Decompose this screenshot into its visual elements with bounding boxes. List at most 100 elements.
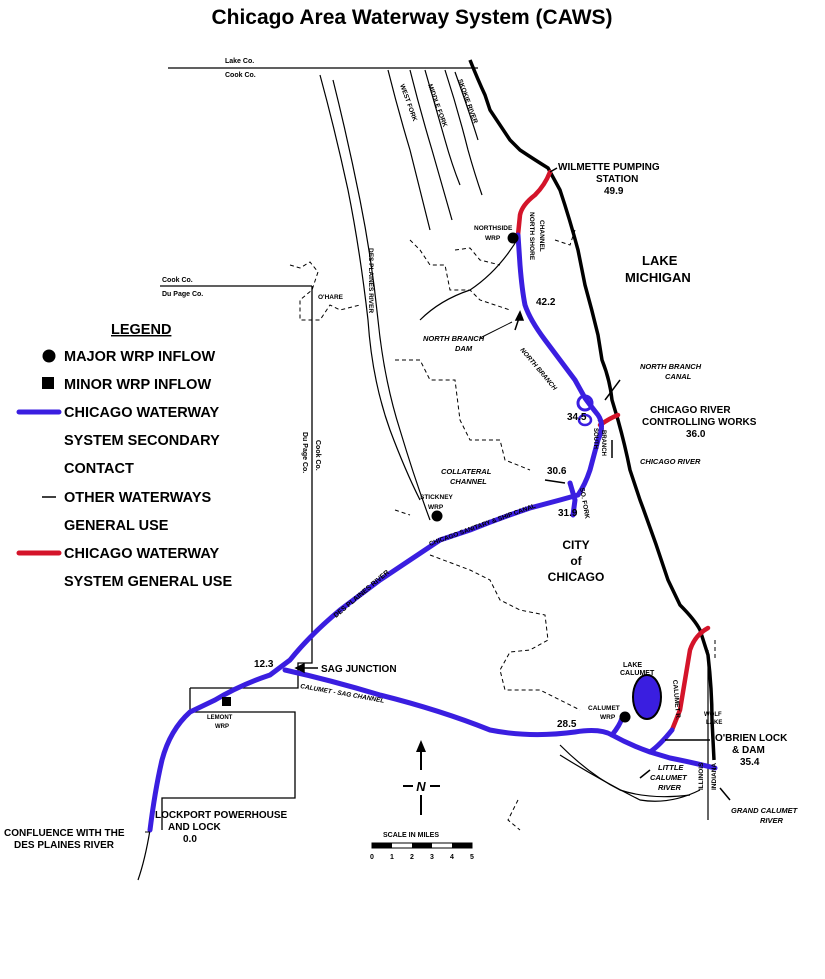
legend-secondary-1: CHICAGO WATERWAY [64,405,220,421]
wolf-lake-label-1: WOLF [704,712,722,718]
city-label-3: CHICAGO [548,570,605,584]
scale-tick-label: 4 [450,854,454,861]
des-plaines-river-upper [319,74,421,501]
north-branch-ship-canal [147,232,604,833]
ship-canal-label: CHICAGO SANITARY & SHIP CANAL [428,503,536,548]
illinois-label: ILLINOIS [698,762,705,790]
south-fork [567,480,578,518]
lake-county-label: Lake Co. [225,58,254,65]
chicago-river-label: CHICAGO RIVER [640,457,701,466]
north-shore-channel-label-2: CHANNEL [538,220,545,252]
cook-county-label-vertical: Cook Co. [314,440,321,471]
dupage-cook-boundary-vertical [190,286,313,689]
nb-canal-label-2: CANAL [665,372,692,381]
secondary-contact-waterways [147,232,718,833]
scale-tick-label: 2 [410,854,414,861]
dupage-county-label-vertical: Du Page Co. [301,432,308,473]
calumet-river-general-use [669,625,711,733]
north-shore-channel-label-1: NORTH SHORE [528,212,535,261]
lemont-wrp-label-1: LEMONT [207,715,233,721]
crcw-label-1: CHICAGO RIVER [650,405,731,416]
scale-title: SCALE IN MILES [383,832,439,839]
confluence-label-1: CONFLUENCE WITH THE [4,828,125,839]
mile-12-3: 12.3 [254,659,274,670]
general-use-waterways [515,169,711,733]
north-arrow: N [403,740,440,815]
north-arrow-icon [416,740,426,752]
dupage-county-label-left: Du Page Co. [162,291,203,298]
des-plaines-south [137,829,151,881]
lemont-wrp-label-2: WRP [215,724,229,730]
map-title: Chicago Area Waterway System (CAWS) [211,6,612,29]
leader-arrows [294,167,731,801]
calumet-river-label: CALUMET R. [671,680,681,721]
stickney-wrp-label-2: WRP [428,504,444,511]
middle-fork-bank [424,69,461,186]
legend-secondary-2: SYSTEM SECONDARY [64,433,220,449]
south-branch-label-2: BRANCH [600,430,606,456]
northside-wrp-marker [507,232,519,244]
cook-county-label-top: Cook Co. [225,72,256,79]
county-boundary-south [161,688,296,830]
scale-tick-label: 5 [470,854,474,861]
crcw-mile: 36.0 [686,429,706,440]
obrien-label-2: & DAM [732,745,765,756]
south-branch-loop [577,413,593,427]
little-calumet-label-3: RIVER [658,783,682,792]
des-plaines-river-upper-bank [332,79,431,521]
lake-label-1: LAKE [642,253,678,268]
northside-wrp-label-1: NORTHSIDE [474,225,513,232]
sag-junction-label: SAG JUNCTION [321,664,397,675]
calumet-wrp-label-1: CALUMET [588,705,620,712]
wilmette-label-2: STATION [596,174,638,185]
confluence-label-2: DES PLAINES RIVER [14,840,115,851]
grand-calumet-label-2: RIVER [760,816,784,825]
nb-dam-label-1: NORTH BRANCH [423,334,485,343]
county-boundaries [160,67,478,830]
wolf-lake-label-2: LAKE [706,720,722,726]
skokie-river-bank [454,71,479,141]
stickney-wrp-marker [431,510,443,522]
little-calumet-south [559,754,701,802]
wilmette-mile: 49.9 [604,186,624,197]
grand-calumet-label-1: GRAND CALUMET [731,806,799,815]
so-fork-label: SO. FORK [578,487,590,519]
skokie-river [444,69,483,196]
scale-tick-label: 1 [390,854,394,861]
legend-other-1: OTHER WATERWAYS [64,490,211,506]
south-branch-label-1: SOUTH [592,428,598,449]
legend-secondary-3: CONTACT [64,461,134,477]
lockport-mile: 0.0 [183,834,197,845]
west-fork [387,69,431,231]
north-label: N [416,779,426,794]
mile-34-5: 34.5 [567,412,587,423]
legend-minor-wrp-symbol [42,377,54,389]
nb-dam-leader [479,321,513,339]
lake-label-2: MICHIGAN [625,270,691,285]
lake-calumet [632,674,662,720]
obrien-mile: 35.4 [740,757,760,768]
calumet-wrp-label-2: WRP [600,714,616,721]
des-plaines-river-label: DES PLAINES RIVER [333,569,391,619]
calumet-river-secondary [647,727,675,755]
legend-heading: LEGEND [111,322,171,338]
legend-general-1: CHICAGO WATERWAY [64,546,220,562]
collateral-label-2: CHANNEL [450,477,487,486]
lockport-label-2: AND LOCK [168,822,222,833]
middle-fork [409,69,453,221]
mile-31-9: 31.9 [558,508,578,519]
nb-canal-label-1: NORTH BRANCH [640,362,702,371]
crcw-label-2: CONTROLLING WORKS [642,417,757,428]
little-calumet-bank [559,744,691,798]
legend-general-2: SYSTEM GENERAL USE [64,574,232,590]
lake-calumet-label-2: CALUMET [620,670,655,677]
nb-dam-label-2: DAM [455,344,473,353]
northside-wrp-label-2: WRP [485,235,501,242]
legend-major-wrp: MAJOR WRP INFLOW [64,349,215,365]
north-shore-channel-general-use [515,169,553,238]
legend-other-2: GENERAL USE [64,518,169,534]
middle-fork-label: MIDDLE FORK [426,83,448,128]
lake-michigan-shoreline [468,59,716,761]
legend-minor-wrp: MINOR WRP INFLOW [64,377,211,393]
